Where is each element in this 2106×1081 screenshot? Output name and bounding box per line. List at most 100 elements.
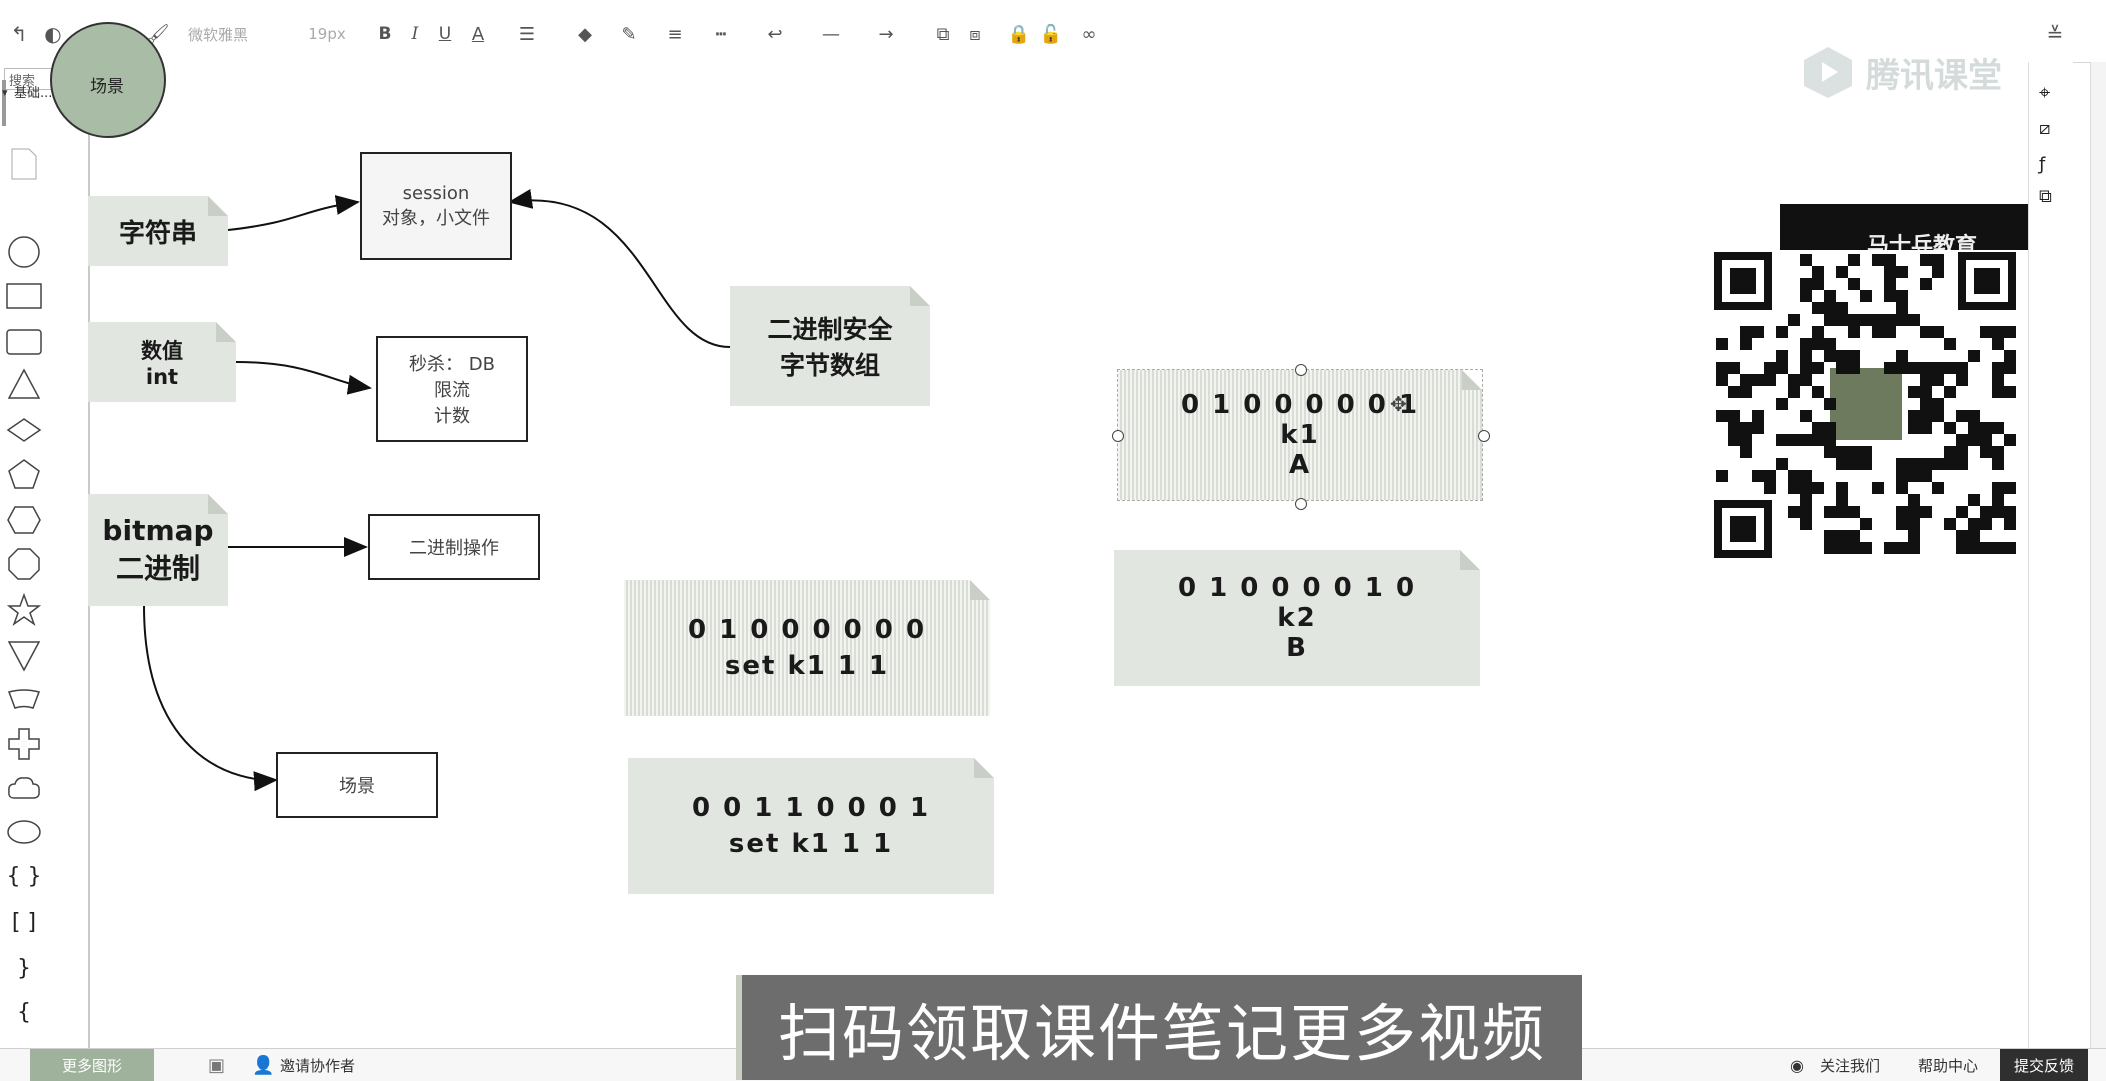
braces-shape[interactable]: { }: [6, 863, 42, 889]
qr-module: [1956, 446, 1968, 458]
back-icon[interactable]: ↰: [10, 22, 28, 46]
box-counter[interactable]: 秒杀： DB 限流 计数: [376, 336, 528, 442]
panel-scroll-thumb[interactable]: [2, 80, 6, 126]
qr-module: [1896, 458, 1908, 470]
circle-shape[interactable]: [6, 234, 42, 270]
note-fold: [970, 580, 990, 600]
line-width-icon[interactable]: ≡: [667, 23, 683, 45]
box-binary-op[interactable]: 二进制操作: [368, 514, 540, 580]
collapse-toolbar-icon[interactable]: ≚: [2046, 22, 2064, 46]
rectangle-shape[interactable]: [6, 278, 42, 314]
star-shape[interactable]: [6, 592, 42, 628]
note-shape[interactable]: [6, 146, 42, 182]
fill-icon[interactable]: ◆: [578, 23, 592, 45]
qr-module: [1824, 506, 1836, 518]
vertical-scrollbar[interactable]: [2090, 62, 2106, 1048]
pentagon-shape[interactable]: [6, 456, 42, 492]
arrow-style-icon[interactable]: →: [878, 23, 894, 45]
qr-module: [1968, 494, 1980, 506]
lock-icon[interactable]: 🔒: [1007, 23, 1031, 45]
font-size-select[interactable]: 19px: [308, 25, 346, 43]
hexagon-shape[interactable]: [6, 502, 42, 538]
scene-circle-shape[interactable]: [50, 22, 166, 138]
note-k2[interactable]: 0 1 0 0 0 0 1 0 k2 B: [1114, 550, 1480, 686]
note-binary-safe[interactable]: 二进制安全 字节数组: [730, 286, 930, 406]
note-number[interactable]: 数值 int: [88, 322, 236, 402]
right-brace-shape[interactable]: }: [17, 955, 31, 981]
note-fold: [208, 494, 228, 514]
link-icon[interactable]: ∞: [1081, 23, 1097, 45]
style-icon[interactable]: ◐: [44, 22, 62, 46]
more-shapes-button[interactable]: 更多图形: [30, 1049, 154, 1081]
diamond-shape[interactable]: [6, 412, 42, 448]
bring-front-icon[interactable]: ⧉: [936, 23, 950, 45]
qr-module: [1920, 470, 1932, 482]
category-label-text: 基础...: [14, 86, 53, 101]
align-icon[interactable]: ☰: [518, 23, 536, 45]
note-k1-selected[interactable]: 0 1 0 0 0 0 0 1 k1 A: [1117, 369, 1483, 501]
italic-button[interactable]: I: [411, 24, 419, 44]
unlock-icon[interactable]: 🔓: [1039, 23, 1063, 45]
box-scene[interactable]: 场景: [276, 752, 438, 818]
resize-handle-top[interactable]: [1295, 364, 1307, 376]
category-header[interactable]: ▾: [2, 82, 82, 102]
weibo-icon: ◉: [1790, 1055, 1804, 1075]
line-color-icon[interactable]: ✎: [621, 23, 637, 45]
qr-module: [1752, 326, 1764, 338]
qr-module: [1740, 374, 1752, 386]
invite-collaborator-button[interactable]: 邀请协作者: [280, 1056, 356, 1075]
note-fold: [1462, 370, 1482, 390]
qr-module: [1824, 434, 1836, 446]
trapezoid-shape[interactable]: [6, 682, 42, 718]
qr-module: [1992, 422, 2004, 434]
qr-module: [1776, 398, 1788, 410]
qr-module: [1992, 494, 2004, 506]
qr-module: [1920, 326, 1932, 338]
bold-button[interactable]: B: [378, 24, 392, 44]
qr-module: [1800, 494, 1812, 506]
rounded-rectangle-shape[interactable]: [6, 324, 42, 360]
cloud-shape[interactable]: [6, 770, 42, 806]
left-brace-shape[interactable]: {: [17, 999, 31, 1025]
qr-module: [1788, 434, 1800, 446]
formula-icon[interactable]: ƒ: [2039, 154, 2046, 175]
page-setup-icon[interactable]: ⧉: [2039, 186, 2052, 207]
brackets-shape[interactable]: [ ]: [11, 909, 37, 935]
category-label[interactable]: 基础...: [14, 82, 52, 101]
qr-module: [1968, 434, 1980, 446]
ellipse-shape[interactable]: [6, 814, 42, 850]
navigate-icon[interactable]: ⌖: [2039, 80, 2051, 104]
follow-us-link[interactable]: 关注我们: [1820, 1056, 1881, 1075]
note-string[interactable]: 字符串: [88, 196, 228, 266]
qr-module: [1776, 326, 1788, 338]
note-bitmap[interactable]: bitmap 二进制: [88, 494, 228, 606]
line-type-icon[interactable]: —: [822, 23, 840, 45]
qr-module: [2004, 326, 2016, 338]
underline-button[interactable]: U: [438, 24, 452, 44]
note-bits-a[interactable]: 0 1 0 0 0 0 0 0 set k1 1 1: [624, 580, 990, 716]
format-icon[interactable]: ⧄: [2039, 118, 2051, 139]
page-icon[interactable]: ▣: [208, 1054, 226, 1076]
help-center-link[interactable]: 帮助中心: [1918, 1056, 1979, 1075]
font-color-button[interactable]: A: [471, 23, 485, 45]
connector-icon[interactable]: ↩: [767, 23, 783, 45]
resize-handle-bottom[interactable]: [1295, 498, 1307, 510]
box-counter-line1: 秒杀： DB: [409, 354, 495, 375]
connectors-layer: [143, 189, 731, 792]
feedback-button[interactable]: 提交反馈: [2000, 1049, 2088, 1081]
cross-shape[interactable]: [6, 726, 42, 762]
font-family-select[interactable]: 微软雅黑: [188, 25, 249, 44]
line-style-icon[interactable]: ┅: [715, 23, 727, 45]
inverted-triangle-shape[interactable]: [6, 638, 42, 674]
box-session[interactable]: session 对象，小文件: [360, 152, 512, 260]
qr-module: [1872, 254, 1884, 266]
note-bitmap-sub: 二进制: [115, 551, 200, 585]
note-bits-b[interactable]: 0 0 1 1 0 0 0 1 set k1 1 1: [628, 758, 994, 894]
qr-module: [1800, 338, 1812, 350]
resize-handle-right[interactable]: [1478, 430, 1490, 442]
resize-handle-left[interactable]: [1112, 430, 1124, 442]
send-back-icon[interactable]: ⧈: [969, 23, 981, 45]
triangle-shape[interactable]: [6, 366, 42, 402]
qr-module: [1920, 398, 1932, 410]
octagon-shape[interactable]: [6, 546, 42, 582]
